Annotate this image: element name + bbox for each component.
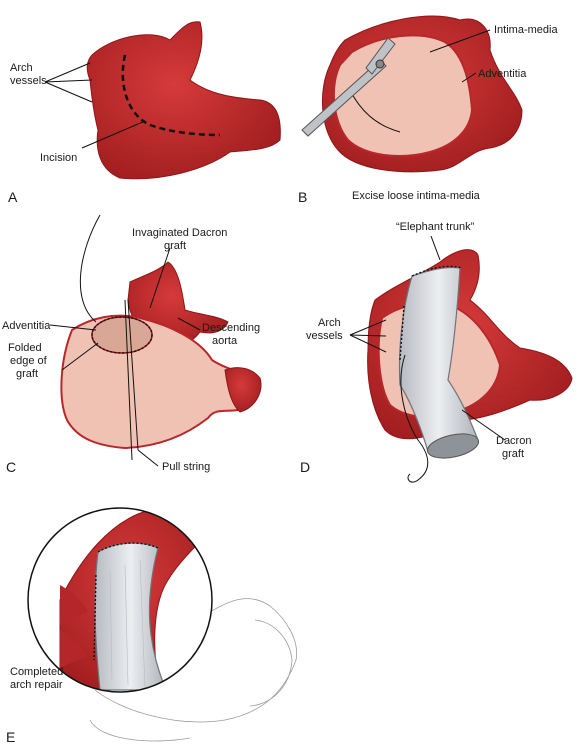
incision-line — [121, 54, 221, 137]
label-intima-media: Intima-media — [494, 24, 558, 36]
label-dacron-2: graft — [502, 448, 524, 460]
label-dacron-1: Dacron — [496, 435, 531, 447]
label-descending-1: Descending — [202, 322, 260, 334]
panel-letter-b: B — [298, 189, 307, 205]
label-folded-1: Folded — [8, 342, 42, 354]
scissors — [301, 59, 387, 137]
panel-b: Intima-media Adventitia Excise loose int… — [298, 15, 558, 205]
label-completed-2: arch repair — [10, 679, 63, 691]
panel-d: “Elephant trunk” Arch vessels Dacron gra… — [300, 221, 573, 483]
panel-c: Invaginated Dacron graft Adventitia Fold… — [2, 214, 262, 475]
aorta-stub-c — [224, 367, 262, 413]
caption-excise: Excise loose intima-media — [352, 190, 481, 202]
label-folded-3: graft — [16, 368, 38, 380]
label-adventitia-c: Adventitia — [2, 320, 51, 332]
graft-open-end — [426, 433, 480, 459]
panel-letter-d: D — [300, 459, 310, 475]
label-adventitia-b: Adventitia — [478, 68, 527, 80]
label-arch-vessels-d2: vessels — [306, 330, 343, 342]
label-arch-vessels-a2: vessels — [10, 75, 47, 87]
panel-a: Arch vessels Incision A — [8, 21, 281, 205]
panel-letter-a: A — [8, 189, 18, 205]
label-elephant-trunk: “Elephant trunk” — [396, 221, 475, 233]
panel-letter-c: C — [6, 459, 16, 475]
magnifier-circle — [27, 507, 213, 693]
label-invaginated-2: graft — [164, 240, 186, 252]
label-invaginated-1: Invaginated Dacron — [132, 227, 227, 239]
label-pull-string: Pull string — [162, 461, 210, 473]
label-descending-2: aorta — [212, 335, 238, 347]
label-completed-1: Completed — [10, 666, 63, 678]
lumen-b — [332, 34, 474, 157]
pull-string — [79, 214, 101, 323]
panel-letter-e: E — [6, 729, 15, 745]
label-arch-vessels-d1: Arch — [318, 317, 341, 329]
label-incision: Incision — [40, 152, 77, 164]
aortic-arch-a — [86, 21, 281, 180]
label-arch-vessels-a1: Arch — [10, 62, 33, 74]
panel-e: Completed arch repair E — [6, 507, 298, 745]
label-folded-2: edge of — [10, 355, 48, 367]
